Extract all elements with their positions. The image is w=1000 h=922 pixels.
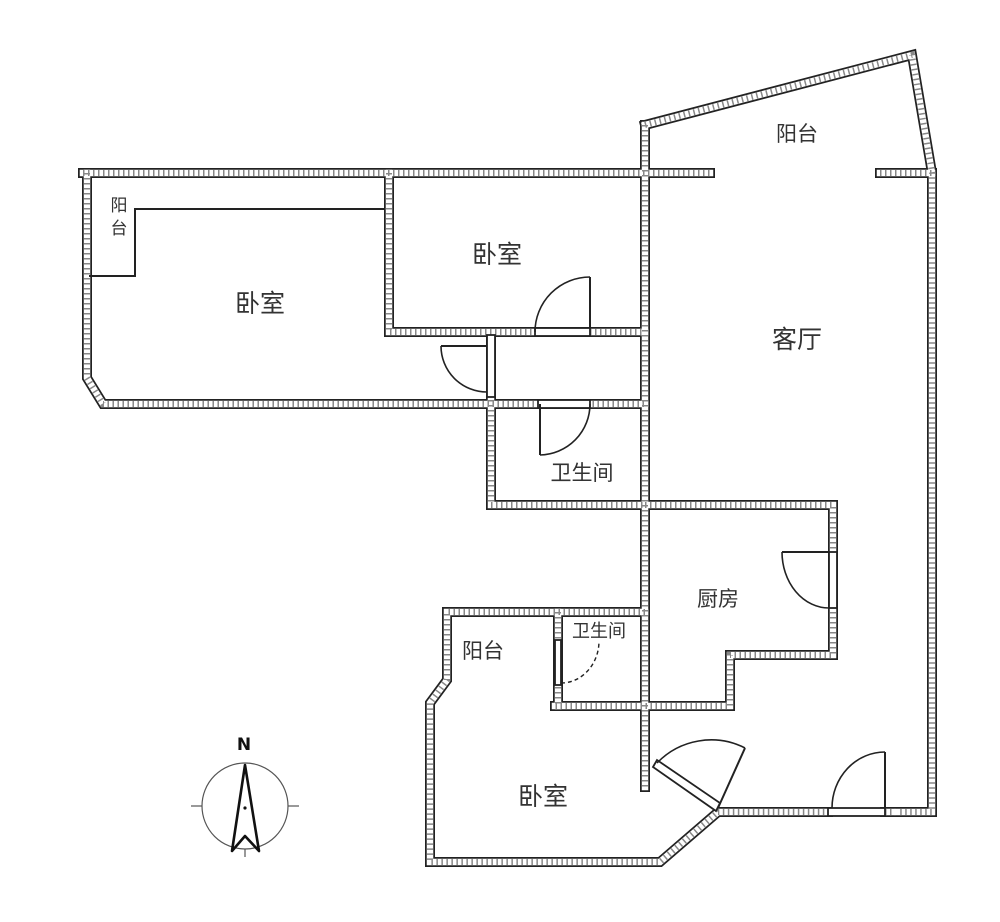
room-label-balcony-south: 阳台 xyxy=(462,639,504,663)
compass-needle-icon xyxy=(230,763,261,853)
room-label-bedroom-south: 卧室 xyxy=(517,782,569,811)
wall-segment xyxy=(644,51,935,815)
wall-segment xyxy=(83,169,649,408)
walls xyxy=(78,48,937,867)
room-label-balcony-west: 阳台 xyxy=(106,196,127,242)
room-label-bathroom-1: 卫生间 xyxy=(550,461,614,485)
room-label-living-room: 客厅 xyxy=(771,325,823,354)
door-kitchen[interactable] xyxy=(781,551,838,609)
room-label-bathroom-2: 卫生间 xyxy=(572,621,626,642)
room-label-bedroom-west: 卧室 xyxy=(234,289,286,318)
wall-segment xyxy=(551,501,837,710)
north-compass xyxy=(191,762,299,857)
room-label-balcony-north: 阳台 xyxy=(776,122,818,146)
door-bedroom-south[interactable] xyxy=(651,739,746,813)
door-entrance[interactable] xyxy=(827,751,886,817)
wall-segment xyxy=(488,335,645,508)
room-label-bedroom-north: 卧室 xyxy=(471,240,523,269)
wall-segment xyxy=(82,168,650,409)
door-bathroom-1[interactable] xyxy=(537,399,591,456)
door-bathroom-2[interactable] xyxy=(554,639,600,686)
door-bedroom-north[interactable] xyxy=(534,276,591,337)
wall-segment xyxy=(550,500,838,711)
wall-segment xyxy=(555,502,836,709)
wall-segment xyxy=(84,173,645,407)
room-label-kitchen: 厨房 xyxy=(697,587,739,611)
wall-segment xyxy=(426,608,832,866)
compass-north-label: N xyxy=(236,735,252,755)
balcony-partition xyxy=(89,208,385,277)
door-bedroom-west[interactable] xyxy=(440,334,496,398)
